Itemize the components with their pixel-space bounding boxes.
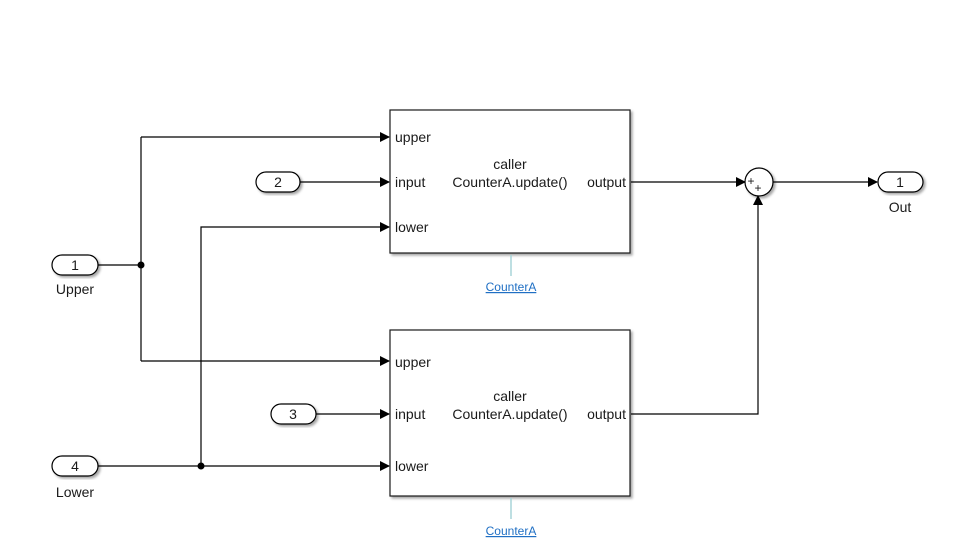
inport-2[interactable]: 2 <box>255 171 301 193</box>
sum-sign-2: + <box>754 181 761 195</box>
inport-4-shape[interactable] <box>51 455 99 477</box>
inport-4-label: Lower <box>56 484 94 500</box>
inport-4-number: 4 <box>71 458 79 474</box>
counter-link-top[interactable]: CounterA <box>486 280 537 294</box>
inport-3[interactable]: 3 <box>270 403 317 425</box>
outport-1[interactable]: 1 Out <box>877 171 924 215</box>
outport-1-number: 1 <box>896 174 904 190</box>
block-title: caller <box>493 388 527 404</box>
caller-block-bottom[interactable]: upper input lower output caller CounterA… <box>389 329 631 497</box>
port-label-lower: lower <box>395 219 429 235</box>
wire-lower-to-top[interactable] <box>200 222 390 466</box>
inport-1[interactable]: 1 Upper <box>51 254 99 297</box>
port-label-output: output <box>587 174 626 190</box>
caller-block-bottom-shape[interactable] <box>389 329 631 497</box>
inport-1-number: 1 <box>71 257 79 273</box>
port-label-upper: upper <box>395 129 431 145</box>
caller-block-top[interactable]: upper input lower output caller CounterA… <box>389 109 631 254</box>
port-label-lower: lower <box>395 458 429 474</box>
sum-sign-1: + <box>747 174 754 188</box>
block-title: caller <box>493 156 527 172</box>
inport-2-number: 2 <box>274 174 282 190</box>
inport-3-shape[interactable] <box>270 403 317 425</box>
outport-1-shape[interactable] <box>877 171 924 193</box>
outport-1-label: Out <box>889 199 912 215</box>
sum-block[interactable]: + + <box>744 167 774 197</box>
block-function: CounterA.update() <box>452 174 567 190</box>
wire-bottom-out-to-sum[interactable] <box>631 195 763 415</box>
port-label-output: output <box>587 406 626 422</box>
sum-block-shape[interactable] <box>744 167 774 197</box>
inport-4[interactable]: 4 Lower <box>51 455 99 500</box>
inport-3-number: 3 <box>289 406 297 422</box>
block-function: CounterA.update() <box>452 406 567 422</box>
inport-2-shape[interactable] <box>255 171 301 193</box>
port-label-input: input <box>395 406 425 422</box>
signal-lines <box>98 132 878 471</box>
inport-1-shape[interactable] <box>51 254 99 276</box>
inport-1-label: Upper <box>56 281 94 297</box>
branch-point-lower <box>197 462 205 470</box>
caller-block-top-shape[interactable] <box>389 109 631 254</box>
port-label-upper: upper <box>395 354 431 370</box>
port-label-input: input <box>395 174 425 190</box>
branch-point-upper <box>137 261 145 269</box>
counter-link-bottom[interactable]: CounterA <box>486 524 537 538</box>
